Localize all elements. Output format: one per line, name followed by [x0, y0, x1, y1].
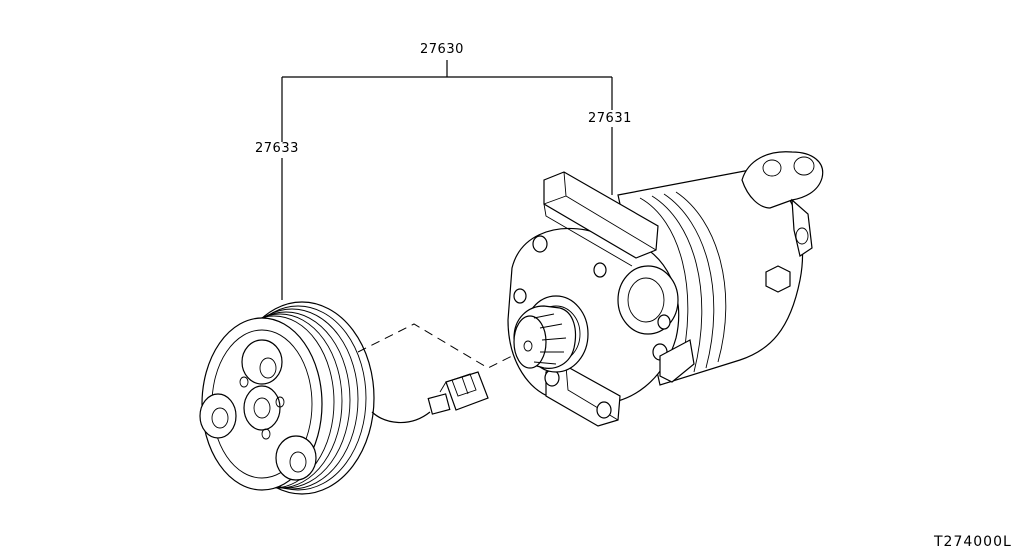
diagram-code: T274000L [933, 534, 1012, 550]
leader-lines [281, 60, 613, 300]
clutch-lead-wire-drawing [371, 371, 489, 424]
part-number-assembly: 27630 [420, 42, 464, 57]
clutch-pulley-drawing [199, 301, 375, 495]
part-number-clutch: 27633 [255, 141, 299, 156]
assembly-dashed-line [357, 323, 529, 369]
compressor-drawing [507, 151, 824, 427]
part-number-compressor: 27631 [588, 111, 632, 126]
